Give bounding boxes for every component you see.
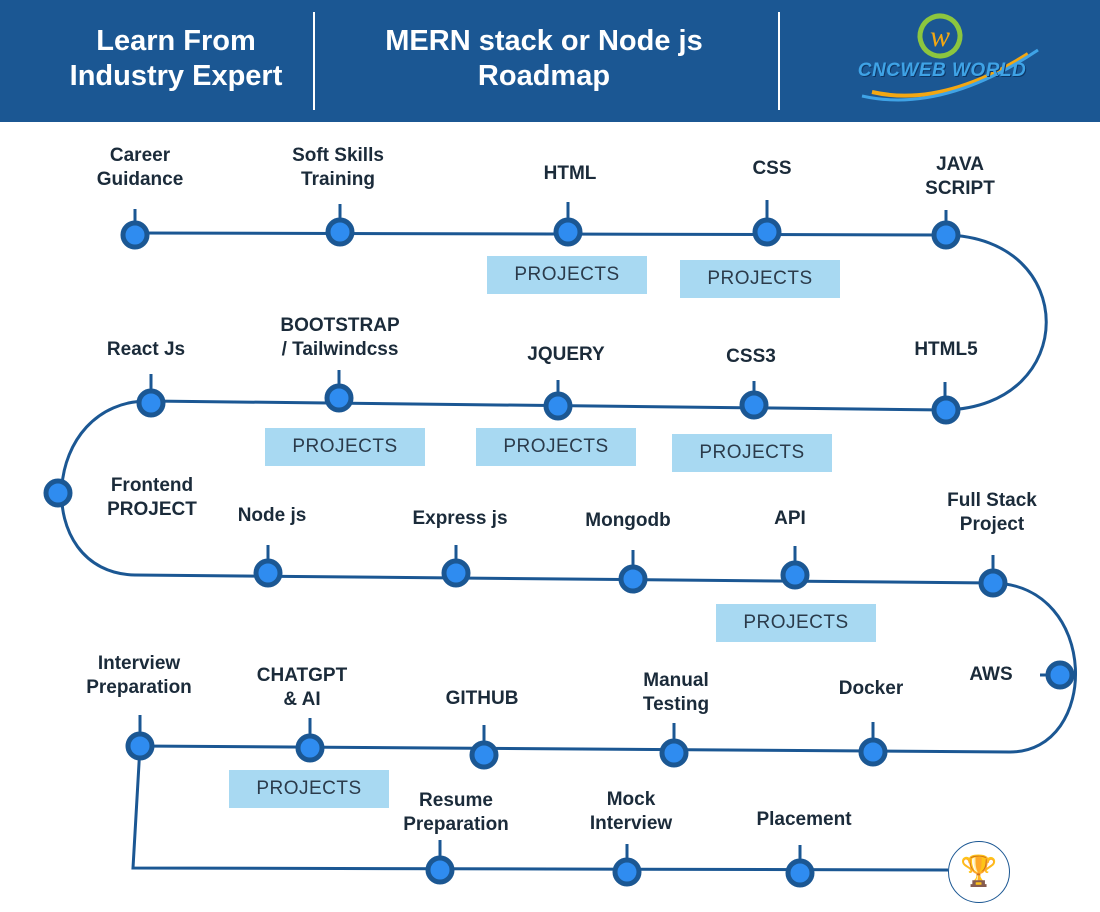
logo-swoosh-icon: w bbox=[861, 13, 1039, 102]
projects-box-css: PROJECTS bbox=[680, 260, 840, 298]
node-resume bbox=[425, 855, 455, 885]
node-html5 bbox=[931, 395, 961, 425]
node-html bbox=[553, 217, 583, 247]
node-css3 bbox=[739, 390, 769, 420]
label-express: Express js bbox=[412, 508, 508, 529]
label-frontend-project: Frontend PROJECT bbox=[107, 475, 197, 520]
label-career-guidance: Career Guidance bbox=[96, 145, 184, 190]
label-full-stack: Full Stack Project bbox=[947, 490, 1037, 535]
projects-box-jquery: PROJECTS bbox=[476, 428, 636, 466]
node-mongodb bbox=[618, 564, 648, 594]
label-css: CSS bbox=[752, 158, 792, 179]
label-soft-skills: Soft Skills Training bbox=[292, 145, 384, 190]
label-react: React Js bbox=[106, 339, 186, 360]
trophy-icon: 🏆 bbox=[948, 841, 1010, 903]
node-soft-skills bbox=[325, 217, 355, 247]
label-placement: Placement bbox=[756, 809, 852, 830]
node-manual-testing bbox=[659, 738, 689, 768]
label-mock: Mock Interview bbox=[589, 789, 673, 834]
label-html5: HTML5 bbox=[914, 339, 978, 360]
label-api: API bbox=[774, 508, 806, 529]
header-divider-left bbox=[313, 12, 315, 110]
label-docker: Docker bbox=[838, 678, 904, 699]
svg-text:w: w bbox=[930, 20, 950, 53]
node-docker bbox=[858, 737, 888, 767]
node-bootstrap bbox=[324, 383, 354, 413]
node-jquery bbox=[543, 391, 573, 421]
node-javascript bbox=[931, 220, 961, 250]
label-manual-testing: Manual Testing bbox=[642, 670, 710, 715]
label-javascript: JAVA SCRIPT bbox=[925, 154, 995, 199]
company-logo: w CNCWEB WORLD bbox=[832, 8, 1052, 112]
node-express bbox=[441, 558, 471, 588]
node-interview-prep bbox=[125, 731, 155, 761]
node-chatgpt bbox=[295, 733, 325, 763]
node-frontend-project bbox=[43, 478, 73, 508]
projects-box-css3: PROJECTS bbox=[672, 434, 832, 472]
label-bootstrap: BOOTSTRAP / Tailwindcss bbox=[280, 315, 400, 360]
projects-box-html: PROJECTS bbox=[487, 256, 647, 294]
projects-box-bootstrap: PROJECTS bbox=[265, 428, 425, 466]
node-aws bbox=[1045, 660, 1075, 690]
label-interview-prep: Interview Preparation bbox=[86, 653, 192, 698]
label-mongodb: Mongodb bbox=[585, 510, 671, 531]
label-aws: AWS bbox=[969, 664, 1013, 685]
node-mock bbox=[612, 857, 642, 887]
logo-text: CNCWEB WORLD bbox=[857, 60, 1027, 81]
header-center-title: MERN stack or Node js Roadmap bbox=[385, 25, 703, 92]
node-github bbox=[469, 740, 499, 770]
label-resume: Resume Preparation bbox=[403, 790, 509, 835]
label-chatgpt: CHATGPT & AI bbox=[256, 665, 348, 710]
projects-box-api: PROJECTS bbox=[716, 604, 876, 642]
label-css3: CSS3 bbox=[726, 346, 776, 367]
node-css bbox=[752, 217, 782, 247]
node-node bbox=[253, 558, 283, 588]
node-career-guidance bbox=[120, 220, 150, 250]
node-placement bbox=[785, 858, 815, 888]
node-api bbox=[780, 560, 810, 590]
label-html: HTML bbox=[543, 163, 597, 184]
label-github: GITHUB bbox=[445, 688, 519, 709]
header-banner bbox=[0, 0, 1100, 122]
projects-box-chatgpt: PROJECTS bbox=[229, 770, 389, 808]
label-node: Node js bbox=[237, 505, 307, 526]
header-left-title: Learn From Industry Expert bbox=[69, 25, 283, 92]
header-divider-right bbox=[778, 12, 780, 110]
node-full-stack bbox=[978, 568, 1008, 598]
label-jquery: JQUERY bbox=[527, 344, 605, 365]
node-react bbox=[136, 388, 166, 418]
